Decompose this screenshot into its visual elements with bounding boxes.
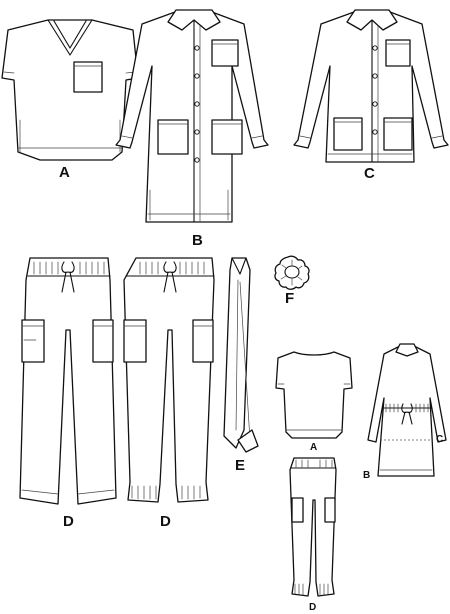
view-b-left-pocket bbox=[157, 119, 189, 155]
view-d-elastic-pants: D bbox=[123, 257, 215, 530]
mini-d-left-pocket bbox=[291, 497, 304, 523]
view-a-pocket bbox=[73, 61, 103, 93]
view-c-right-pocket bbox=[383, 117, 413, 151]
view-c-short-jacket: C bbox=[293, 9, 449, 182]
label-f: F bbox=[285, 290, 294, 307]
label-b: B bbox=[192, 232, 203, 249]
view-f-scrunchie: F bbox=[274, 255, 310, 307]
view-d-straight-pants: D bbox=[19, 257, 117, 530]
label-d-left: D bbox=[63, 513, 74, 530]
label-mini-a: A bbox=[310, 442, 317, 453]
mini-back-view-d: D bbox=[289, 457, 337, 613]
label-mini-b: B bbox=[363, 470, 370, 481]
mini-d-right-pocket bbox=[324, 497, 336, 523]
view-b-long-jacket: B bbox=[115, 9, 269, 249]
view-c-left-pocket bbox=[333, 117, 363, 151]
view-d2-left-cargo-pocket bbox=[123, 319, 147, 363]
mini-back-view-bc: C B bbox=[363, 343, 447, 481]
label-e: E bbox=[235, 457, 245, 474]
label-c: C bbox=[364, 165, 375, 182]
mini-back-view-a: A bbox=[275, 351, 353, 453]
view-c-buttons bbox=[372, 45, 378, 135]
view-e-tie: E bbox=[223, 257, 259, 474]
label-d-right: D bbox=[160, 513, 171, 530]
view-d-left-cargo-pocket bbox=[21, 319, 45, 363]
view-d-right-cargo-pocket bbox=[92, 319, 114, 363]
view-b-right-pocket bbox=[211, 119, 243, 155]
label-mini-c: C bbox=[436, 434, 443, 445]
view-d2-right-cargo-pocket bbox=[192, 319, 214, 363]
label-a: A bbox=[59, 164, 70, 181]
view-b-buttons bbox=[194, 45, 200, 163]
mini-collar bbox=[395, 343, 419, 357]
view-a-top: A bbox=[1, 19, 139, 181]
label-mini-d: D bbox=[309, 602, 316, 613]
